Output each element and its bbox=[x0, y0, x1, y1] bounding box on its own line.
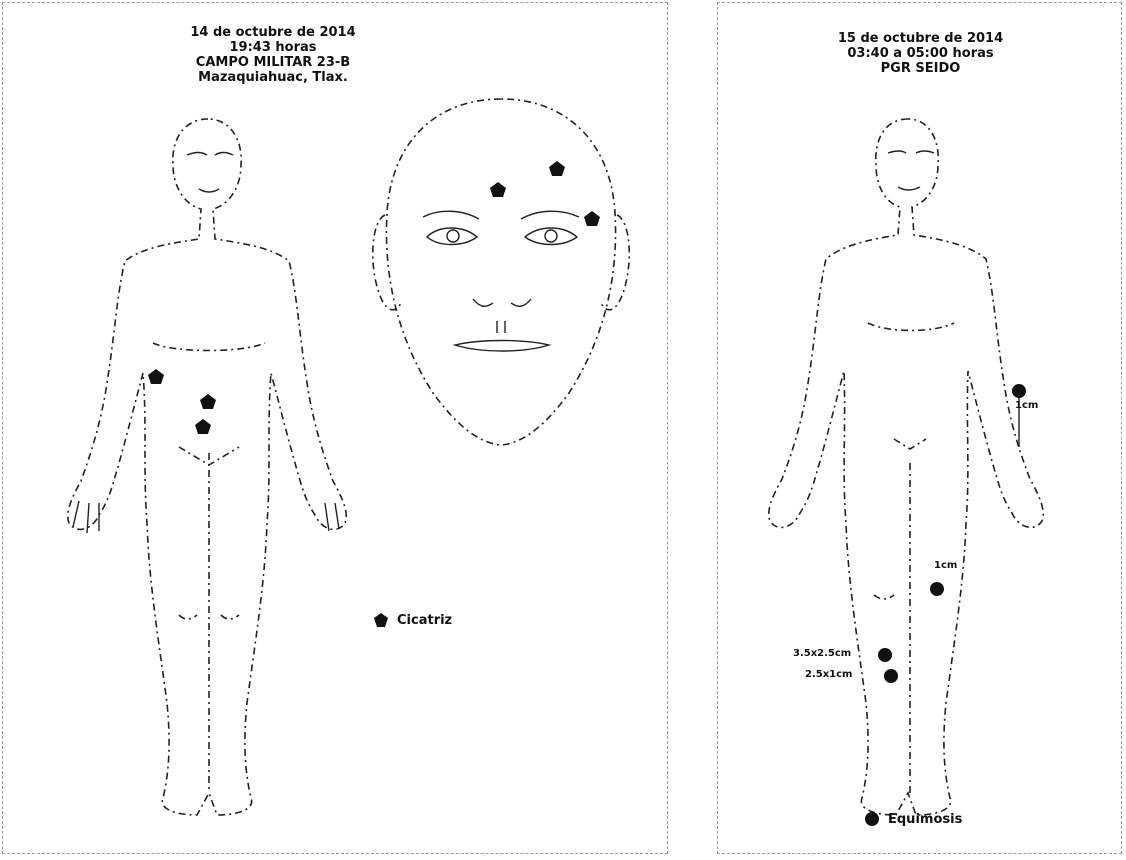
circle-icon bbox=[864, 811, 880, 827]
scar-legend: Cicatriz bbox=[373, 612, 452, 628]
bruise-size-shin-upper: 3.5x2.5cm bbox=[793, 648, 851, 659]
scar-mark-abdomen-lower bbox=[195, 419, 211, 434]
scar-mark-temple-right bbox=[584, 211, 600, 226]
bruise-size-knee: 1cm bbox=[934, 560, 957, 571]
scar-mark-abdomen-center bbox=[200, 394, 216, 409]
scar-mark-abdomen-left bbox=[148, 369, 164, 384]
bruise-mark-shin-lower bbox=[884, 669, 898, 683]
bruise-legend: Equimosis bbox=[864, 811, 962, 827]
bruise-mark-shin-upper bbox=[878, 648, 892, 662]
scar-marks bbox=[148, 161, 600, 434]
face-outline bbox=[373, 99, 630, 445]
bruise-marks bbox=[878, 384, 1026, 683]
left-panel: 14 de octubre de 2014 19:43 horas CAMPO … bbox=[2, 2, 668, 854]
scar-legend-label: Cicatriz bbox=[397, 613, 452, 628]
body-outline-front bbox=[68, 119, 347, 815]
bruise-mark-knee bbox=[930, 582, 944, 596]
body-outline-back bbox=[769, 119, 1044, 815]
bruise-size-shin-lower: 2.5x1cm bbox=[805, 669, 852, 680]
bruise-mark-forearm bbox=[1012, 384, 1026, 398]
pentagon-icon bbox=[373, 612, 389, 628]
right-figures bbox=[718, 3, 1123, 855]
bruise-size-forearm: 1cm bbox=[1015, 400, 1038, 411]
right-panel: 15 de octubre de 2014 03:40 a 05:00 hora… bbox=[717, 2, 1122, 854]
bruise-legend-label: Equimosis bbox=[888, 812, 962, 827]
scar-mark-forehead-center bbox=[490, 182, 506, 197]
scar-mark-forehead-right bbox=[549, 161, 565, 176]
left-figures bbox=[3, 3, 669, 855]
